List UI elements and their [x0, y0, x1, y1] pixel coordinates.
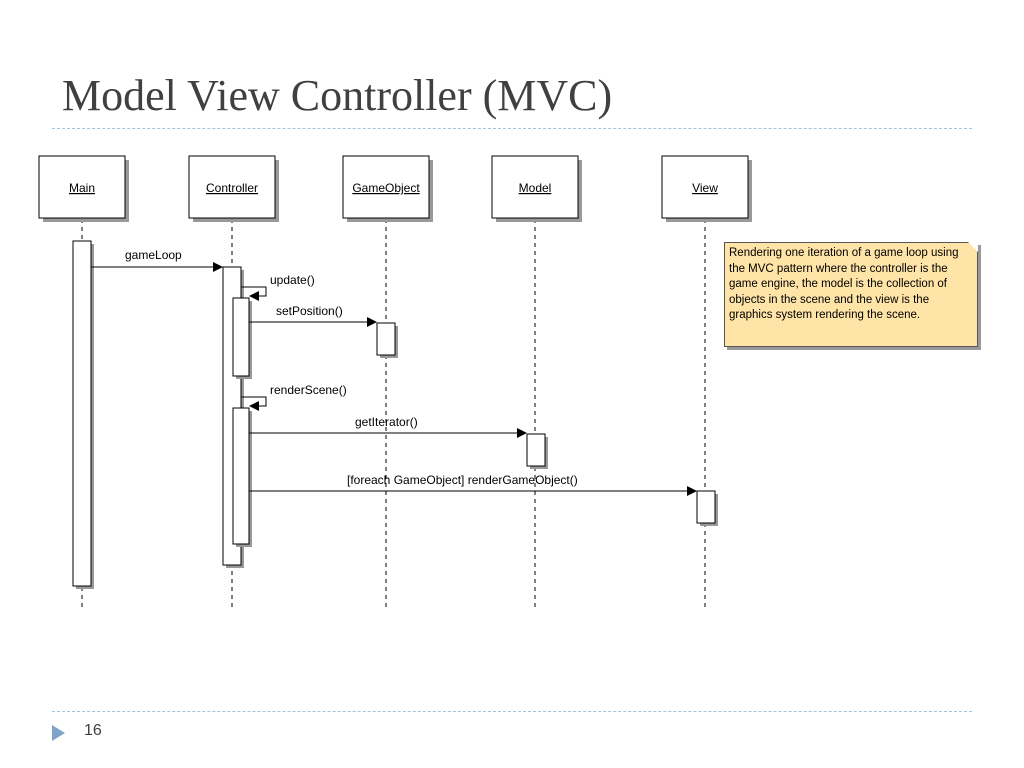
message-getiterator-label: getIterator(): [355, 415, 418, 429]
message-getiterator: getIterator(): [249, 415, 527, 438]
activation-view: [696, 490, 718, 526]
activation-main: [72, 240, 94, 589]
message-setposition: setPosition(): [249, 304, 377, 327]
participant-view-label: View: [692, 181, 718, 195]
activation-gameobject: [376, 322, 398, 358]
message-update: update(): [241, 273, 315, 301]
slide-title: Model View Controller (MVC): [62, 71, 613, 120]
diagram-note-text: Rendering one iteration of a game loop u…: [729, 247, 959, 321]
title-divider: [52, 128, 972, 129]
participant-main-label: Main: [69, 181, 95, 195]
slide-number: 16: [84, 722, 102, 739]
footer-divider: [52, 711, 972, 712]
note-fold-corner: [968, 242, 978, 252]
triangle-bullet-icon: [52, 725, 65, 741]
participant-model: Model: [491, 155, 582, 222]
participant-controller: Controller: [188, 155, 279, 222]
participant-gameobject: GameObject: [342, 155, 433, 222]
participant-main: Main: [38, 155, 129, 222]
diagram-note: Rendering one iteration of a game loop u…: [724, 242, 978, 347]
message-setposition-label: setPosition(): [276, 304, 343, 318]
participant-controller-label: Controller: [206, 181, 258, 195]
message-renderscene: renderScene(): [241, 383, 347, 411]
participant-gameobject-label: GameObject: [352, 181, 420, 195]
participant-model-label: Model: [519, 181, 552, 195]
activation-model: [526, 433, 548, 469]
message-gameloop: gameLoop: [91, 248, 223, 272]
message-rendergameobject: [foreach GameObject] renderGameObject(): [249, 473, 697, 496]
message-renderscene-label: renderScene(): [270, 383, 347, 397]
message-gameloop-label: gameLoop: [125, 248, 182, 262]
message-update-label: update(): [270, 273, 315, 287]
message-rendergameobject-label: [foreach GameObject] renderGameObject(): [347, 473, 578, 487]
activation-controller-render: [232, 407, 252, 547]
activation-controller-update: [232, 297, 252, 379]
participant-view: View: [661, 155, 752, 222]
